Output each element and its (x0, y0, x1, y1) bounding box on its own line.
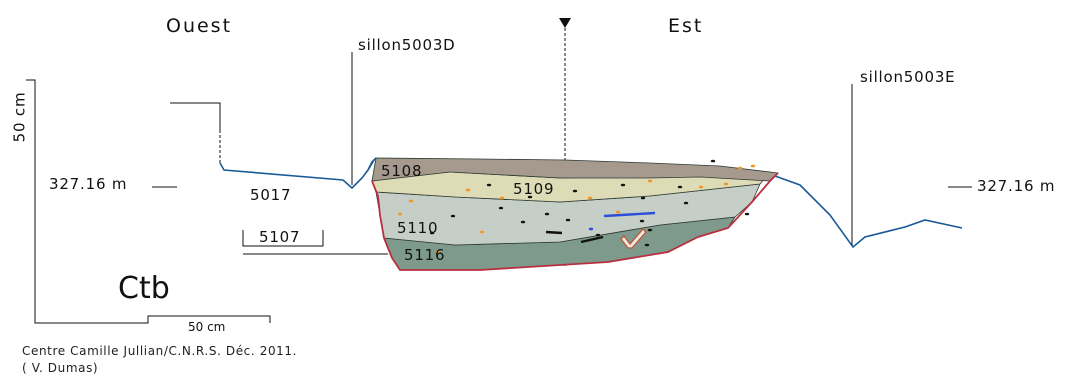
east-label: Est (668, 15, 704, 37)
credit-line-1: Centre Camille Jullian/C.N.R.S. Déc. 201… (22, 344, 298, 358)
vertical-scale-bar (26, 79, 271, 324)
sillon5003E-label: sillon5003E (860, 68, 956, 86)
elevation-left: 327.16 m (49, 175, 128, 193)
orange-inclusions (397, 164, 756, 254)
datum-marker-icon (559, 18, 571, 28)
elevation-right: 327.16 m (977, 177, 1056, 195)
pit-upper-lip (367, 157, 377, 171)
unit-5110: 5110 (397, 219, 439, 237)
unit-5108: 5108 (381, 162, 423, 180)
credit-line-2: ( V. Dumas) (22, 361, 99, 375)
horizontal-scale-label: 50 cm (188, 320, 226, 334)
vertical-scale-label: 50 cm (10, 91, 29, 143)
west-surface-line (170, 102, 221, 130)
east-ground-line (774, 175, 963, 249)
west-label: Ouest (166, 15, 233, 37)
u5107-box (242, 230, 324, 247)
black-artifact-1 (545, 230, 563, 235)
unit-5116: 5116 (404, 246, 446, 264)
sillon5003D-label: sillon5003D (358, 36, 456, 54)
bone-fragment-icon (620, 228, 647, 249)
unit-5109: 5109 (513, 180, 555, 198)
unit-5107: 5107 (259, 228, 301, 246)
black-inclusions (429, 159, 750, 247)
unit-5017: 5017 (250, 186, 292, 204)
blue-inclusion-dot (588, 227, 594, 231)
black-artifact-2 (580, 235, 604, 244)
blue-inclusion-bar (603, 211, 656, 218)
pit-outline (371, 172, 779, 271)
layer-code-label: Ctb (118, 271, 170, 306)
west-ground-line (219, 159, 375, 190)
